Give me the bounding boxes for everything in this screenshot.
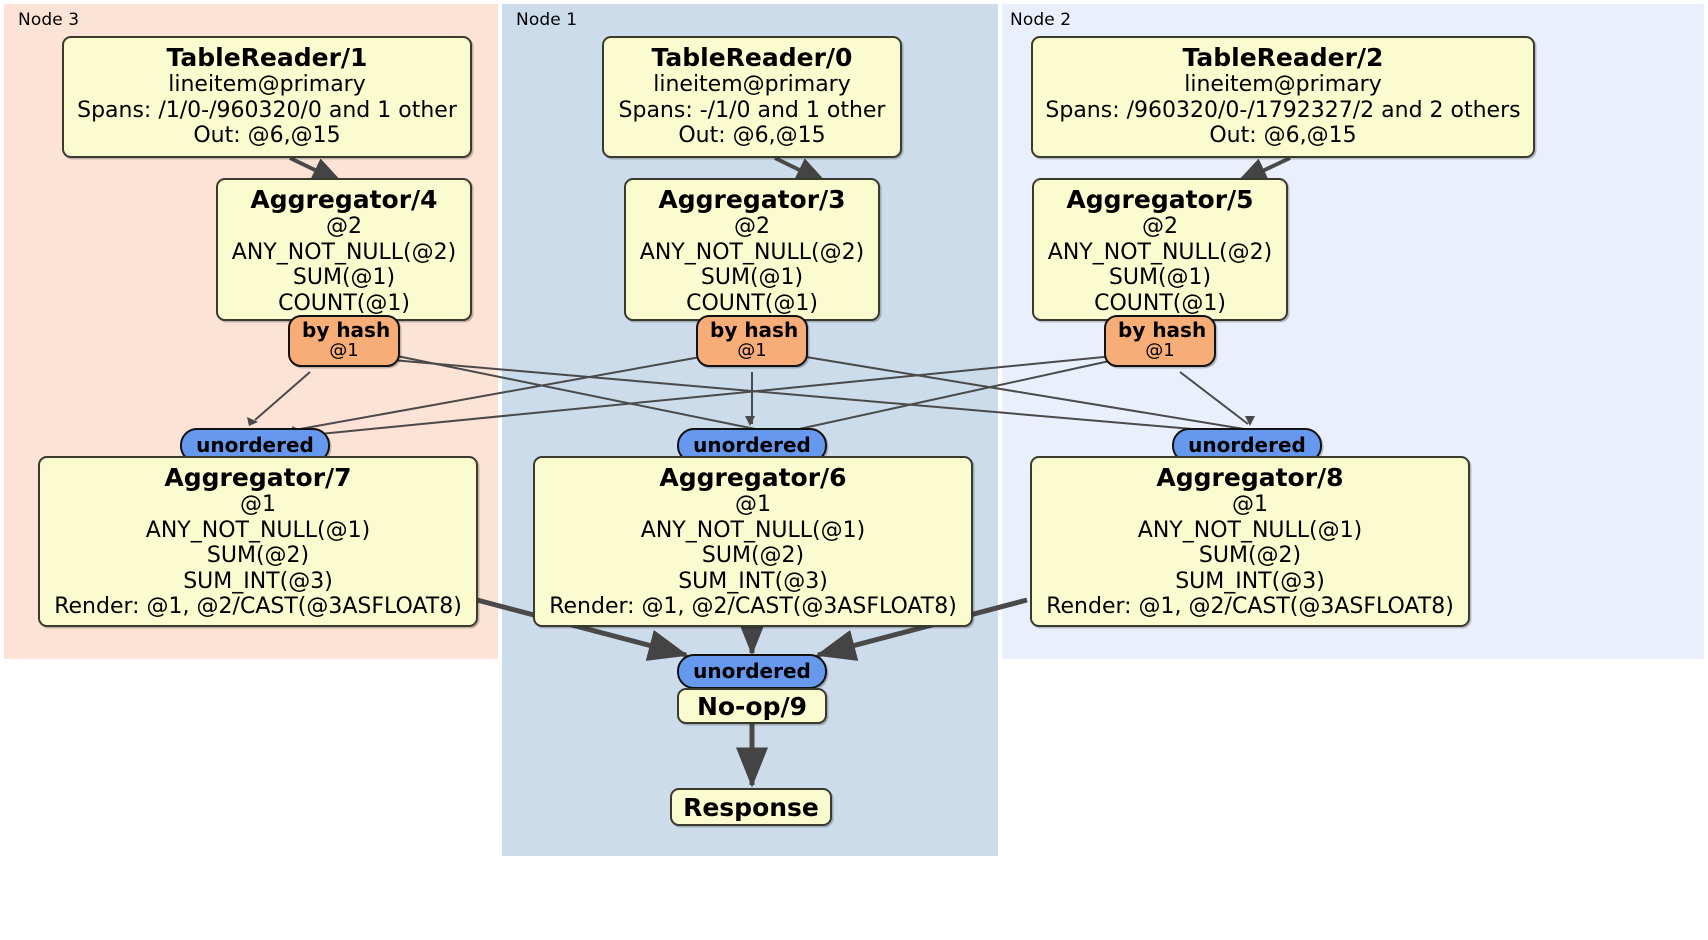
processor-line: SUM_INT(@3): [1175, 568, 1325, 594]
processor-line: SUM(@1): [1108, 265, 1212, 291]
processor-line: @2: [1142, 214, 1178, 239]
processor-line: Spans: -/1/0 and 1 other: [618, 97, 886, 123]
processor-line: lineitem@primary: [168, 72, 366, 97]
badge-label: by hash: [302, 318, 391, 342]
input-sync-unordered-final[interactable]: unordered: [677, 654, 827, 689]
badge-sublabel: @1: [329, 340, 359, 361]
processor-aggregator-4[interactable]: Aggregator/4 @2 ANY_NOT_NULL(@2) SUM(@1)…: [216, 178, 472, 321]
badge-label: by hash: [1118, 318, 1207, 342]
processor-line: lineitem@primary: [653, 72, 851, 97]
badge-label: unordered: [196, 433, 314, 457]
processor-line: SUM(@1): [700, 265, 804, 291]
processor-line: Out: @6,@15: [193, 123, 341, 149]
processor-line: lineitem@primary: [1184, 72, 1382, 97]
processor-line: ANY_NOT_NULL(@2): [231, 239, 457, 265]
output-router-by-hash-right[interactable]: by hash @1: [1104, 315, 1216, 367]
processor-line: ANY_NOT_NULL(@1): [640, 517, 866, 543]
processor-line: ANY_NOT_NULL(@1): [145, 517, 371, 543]
processor-aggregator-3[interactable]: Aggregator/3 @2 ANY_NOT_NULL(@2) SUM(@1)…: [624, 178, 880, 321]
processor-line: SUM(@2): [1198, 543, 1302, 569]
processor-title: Aggregator/4: [250, 185, 438, 214]
processor-line: ANY_NOT_NULL(@2): [639, 239, 865, 265]
processor-line: COUNT(@1): [1094, 290, 1226, 316]
output-router-by-hash-mid[interactable]: by hash @1: [696, 315, 808, 367]
processor-title: Aggregator/6: [659, 463, 847, 492]
processor-aggregator-5[interactable]: Aggregator/5 @2 ANY_NOT_NULL(@2) SUM(@1)…: [1032, 178, 1288, 321]
processor-line: Render: @1, @2/CAST(@3ASFLOAT8): [54, 594, 462, 620]
processor-line: ANY_NOT_NULL(@1): [1137, 517, 1363, 543]
processor-title: TableReader/0: [651, 43, 853, 72]
processor-line: Out: @6,@15: [678, 123, 826, 149]
badge-label: unordered: [1188, 433, 1306, 457]
badge-label: unordered: [693, 433, 811, 457]
badge-sublabel: @1: [1145, 340, 1175, 361]
processor-title: Aggregator/5: [1066, 185, 1254, 214]
panel-label-node-1: Node 1: [516, 10, 578, 30]
processor-title: TableReader/2: [1182, 43, 1384, 72]
processor-line: Render: @1, @2/CAST(@3ASFLOAT8): [1046, 594, 1454, 620]
processor-no-op-9[interactable]: No-op/9: [677, 688, 827, 724]
processor-line: COUNT(@1): [686, 290, 818, 316]
processor-line: @2: [734, 214, 770, 239]
processor-aggregator-7[interactable]: Aggregator/7 @1 ANY_NOT_NULL(@1) SUM(@2)…: [38, 456, 478, 627]
processor-response[interactable]: Response: [670, 788, 832, 826]
processor-line: SUM_INT(@3): [678, 568, 828, 594]
processor-title: Aggregator/3: [658, 185, 846, 214]
processor-line: @1: [1232, 492, 1268, 517]
processor-title: Aggregator/8: [1156, 463, 1344, 492]
processor-title: No-op/9: [696, 691, 808, 721]
processor-line: @1: [735, 492, 771, 517]
processor-title: Aggregator/7: [164, 463, 352, 492]
processor-line: ANY_NOT_NULL(@2): [1047, 239, 1273, 265]
processor-line: SUM(@2): [701, 543, 805, 569]
panel-label-node-2: Node 2: [1010, 10, 1072, 30]
processor-line: Render: @1, @2/CAST(@3ASFLOAT8): [549, 594, 957, 620]
processor-tablereader-2[interactable]: TableReader/2 lineitem@primary Spans: /9…: [1031, 36, 1535, 158]
processor-line: SUM(@2): [206, 543, 310, 569]
panel-label-node-3: Node 3: [18, 10, 80, 30]
processor-aggregator-6[interactable]: Aggregator/6 @1 ANY_NOT_NULL(@1) SUM(@2)…: [533, 456, 973, 627]
processor-tablereader-0[interactable]: TableReader/0 lineitem@primary Spans: -/…: [602, 36, 902, 158]
badge-label: by hash: [710, 318, 799, 342]
badge-label: unordered: [693, 659, 811, 683]
processor-line: Out: @6,@15: [1209, 123, 1357, 149]
badge-sublabel: @1: [737, 340, 767, 361]
processor-title: Response: [683, 792, 819, 822]
processor-tablereader-1[interactable]: TableReader/1 lineitem@primary Spans: /1…: [62, 36, 472, 158]
processor-title: TableReader/1: [166, 43, 368, 72]
processor-line: Spans: /1/0-/960320/0 and 1 other: [77, 97, 457, 123]
processor-line: SUM(@1): [292, 265, 396, 291]
processor-line: Spans: /960320/0-/1792327/2 and 2 others: [1045, 97, 1521, 123]
processor-line: COUNT(@1): [278, 290, 410, 316]
processor-aggregator-8[interactable]: Aggregator/8 @1 ANY_NOT_NULL(@1) SUM(@2)…: [1030, 456, 1470, 627]
output-router-by-hash-left[interactable]: by hash @1: [288, 315, 400, 367]
processor-line: @2: [326, 214, 362, 239]
processor-line: SUM_INT(@3): [183, 568, 333, 594]
processor-line: @1: [240, 492, 276, 517]
